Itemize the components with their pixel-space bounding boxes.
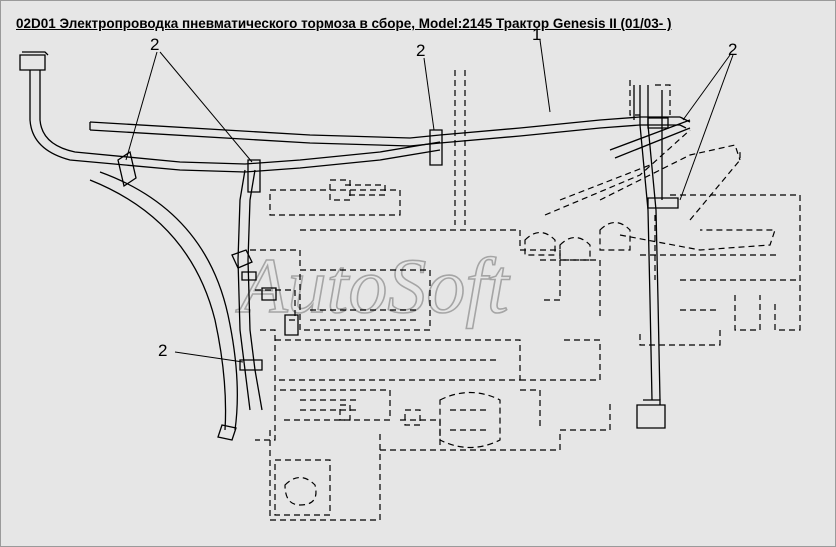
callout-2-right: 2 bbox=[728, 40, 737, 59]
page-title: 02D01 Электропроводка пневматического то… bbox=[16, 16, 672, 31]
watermark-logo: AutoSoft bbox=[235, 242, 511, 329]
wiring-harness bbox=[19, 51, 691, 441]
callout-2-lower: 2 bbox=[158, 341, 167, 360]
callout-2-center: 2 bbox=[416, 41, 425, 60]
callout-2-left: 2 bbox=[150, 35, 159, 54]
leader-lines bbox=[125, 39, 734, 363]
callout-1: 1 bbox=[532, 25, 541, 44]
